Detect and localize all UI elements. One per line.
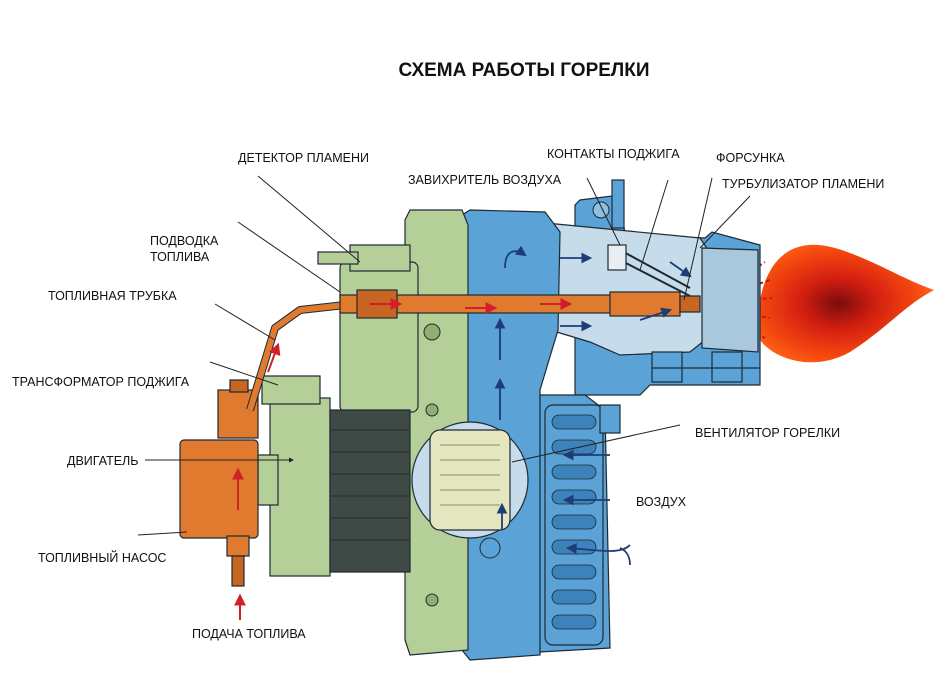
label-motor: ДВИГАТЕЛЬ [67, 454, 138, 468]
label-fuel-feed: ПОДАЧА ТОПЛИВА [192, 627, 306, 641]
label-burner-fan: ВЕНТИЛЯТОР ГОРЕЛКИ [695, 426, 840, 440]
ignition-contacts [607, 244, 691, 297]
mount-bolt [592, 201, 610, 219]
label-nozzle: ФОРСУНКА [716, 151, 785, 165]
air-flow-arrows [494, 245, 692, 566]
diagram-title: СХЕМА РАБОТЫ ГОРЕЛКИ [398, 60, 649, 81]
label-fuel-supply-line-2: ТОПЛИВА [150, 250, 210, 264]
label-air: ВОЗДУХ [636, 495, 687, 509]
label-fuel-supply-line-1: ПОДВОДКА [150, 234, 219, 248]
fuel-pump [179, 439, 259, 587]
label-flame-detector: ДЕТЕКТОР ПЛАМЕНИ [238, 151, 369, 165]
labels: ДЕТЕКТОР ПЛАМЕНИ ПОДВОДКА ТОПЛИВА ТОПЛИВ… [12, 147, 884, 641]
flame [760, 244, 934, 363]
fuel-line [246, 289, 701, 412]
label-fuel-pump: ТОПЛИВНЫЙ НАСОС [38, 550, 166, 565]
label-flame-turbulator: ТУРБУЛИЗАТОР ПЛАМЕНИ [722, 177, 884, 191]
label-ignition-contacts: КОНТАКТЫ ПОДЖИГА [547, 147, 680, 161]
ignition-transformer [217, 379, 259, 439]
label-ignition-transformer: ТРАНСФОРМАТОР ПОДЖИГА [12, 375, 190, 389]
label-air-swirler: ЗАВИХРИТЕЛЬ ВОЗДУХА [408, 173, 562, 187]
label-fuel-tube: ТОПЛИВНАЯ ТРУБКА [48, 289, 177, 303]
air-intake-grille [544, 404, 621, 646]
motor [257, 375, 411, 577]
